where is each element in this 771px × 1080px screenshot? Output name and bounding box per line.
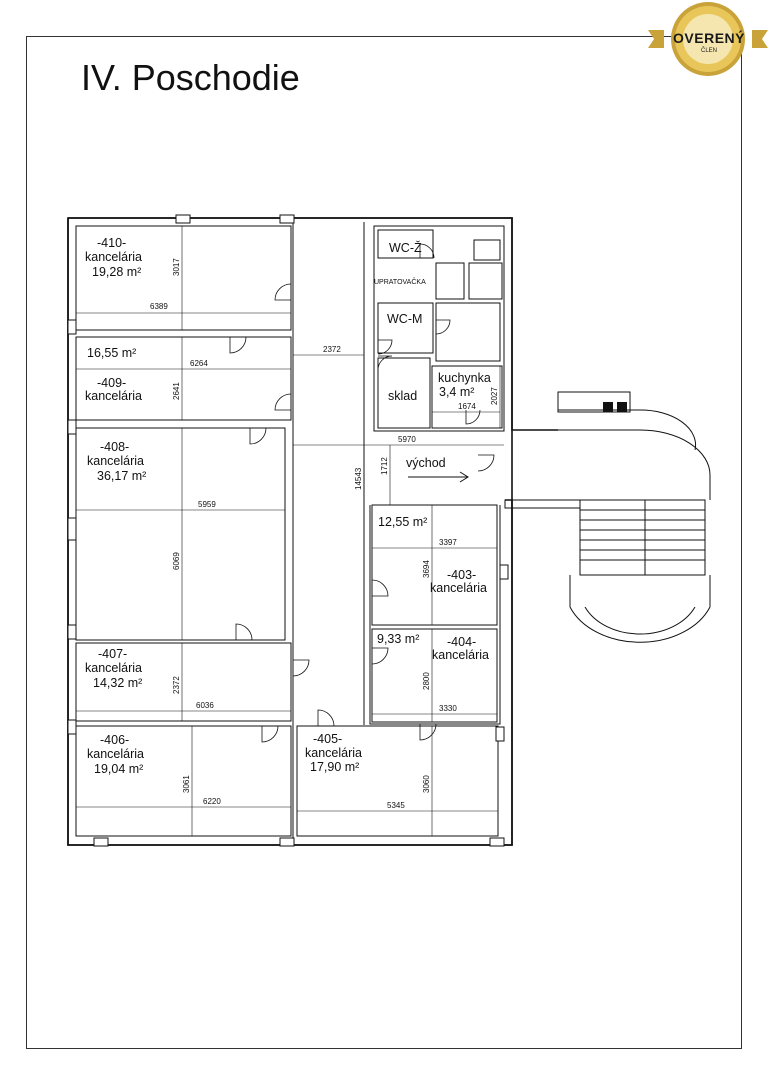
room-404-type: kancelária: [432, 648, 489, 662]
room-404-area: 9,33 m²: [377, 632, 419, 646]
kitchen-name: kuchynka: [438, 371, 491, 385]
dim-label: 3017: [172, 258, 181, 276]
room-405-type: kancelária: [305, 746, 362, 760]
dim-label: 2800: [422, 672, 431, 690]
room-403-area: 12,55 m²: [378, 515, 427, 529]
windows: [67, 214, 509, 847]
dim-label: 2027: [490, 387, 499, 405]
dim-label: 14543: [354, 467, 363, 490]
dim-label: 1674: [458, 402, 476, 411]
room-410-type: kancelária: [85, 250, 142, 264]
wc-women-label: WC-Ž: [389, 240, 422, 255]
dim-label: 3397: [439, 538, 457, 547]
room-403-type: kancelária: [430, 581, 487, 595]
room-409-area: 16,55 m²: [87, 346, 136, 360]
cleaning-room-label: UPRATOVAČKA: [374, 277, 426, 286]
dim-label: 6220: [203, 797, 221, 806]
dim-label: 5345: [387, 801, 405, 810]
doors: [229, 243, 495, 743]
room-409-type: kancelária: [85, 389, 142, 403]
room-407-area: 14,32 m²: [93, 676, 142, 690]
dim-label: 5959: [198, 500, 216, 509]
kitchen-area: 3,4 m²: [439, 385, 474, 399]
dim-label: 1712: [380, 457, 389, 475]
left-rooms: [75, 225, 499, 837]
room-404-name: -404-: [447, 635, 476, 649]
room-410-area: 19,28 m²: [92, 265, 141, 279]
badge-label: OVERENÝ: [673, 30, 745, 46]
room-407-type: kancelária: [85, 661, 142, 675]
room-403-name: -403-: [447, 568, 476, 582]
drawing-sheet: [26, 36, 742, 1049]
page-title: IV. Poschodie: [81, 57, 300, 98]
room-408-name: -408-: [100, 440, 129, 454]
room-410-name: -410-: [97, 236, 126, 250]
right-rooms: [369, 225, 505, 725]
room-406-area: 19,04 m²: [94, 762, 143, 776]
room-407-name: -407-: [98, 647, 127, 661]
verified-badge-icon: [648, 2, 768, 76]
room-406-type: kancelária: [87, 747, 144, 761]
dim-label: 3694: [422, 560, 431, 578]
dim-label: 3330: [439, 704, 457, 713]
room-406-name: -406-: [100, 733, 129, 747]
dim-label: 5970: [398, 435, 416, 444]
dim-label: 6036: [196, 701, 214, 710]
dim-label: 3060: [422, 775, 431, 793]
staircase: [504, 391, 711, 643]
room-405-name: -405-: [313, 732, 342, 746]
dimension-lines: [76, 225, 504, 836]
dim-label: 2372: [323, 345, 341, 354]
room-408-area: 36,17 m²: [97, 469, 146, 483]
dim-label: 6264: [190, 359, 208, 368]
dim-label: 3061: [182, 775, 191, 793]
wc-men-label: WC-M: [387, 312, 422, 326]
room-408-type: kancelária: [87, 454, 144, 468]
room-405-area: 17,90 m²: [310, 760, 359, 774]
room-409-name: -409-: [97, 376, 126, 390]
dim-label: 6389: [150, 302, 168, 311]
dim-label: 6069: [172, 552, 181, 570]
storage-label: sklad: [388, 389, 417, 403]
dim-label: 2641: [172, 382, 181, 400]
dim-label: 2372: [172, 676, 181, 694]
exit-label: východ: [406, 456, 446, 470]
badge-sublabel: ČLEN: [700, 48, 717, 54]
